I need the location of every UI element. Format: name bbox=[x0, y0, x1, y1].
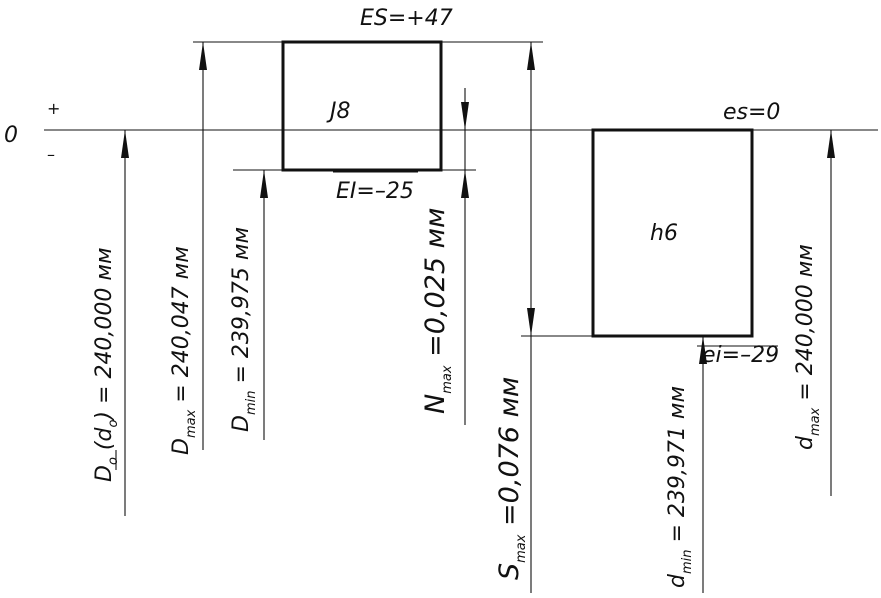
minus-sign: – bbox=[47, 145, 55, 164]
d0-arrow bbox=[121, 130, 129, 158]
svg-text:Dmax = 240,047 мм: Dmax = 240,047 мм bbox=[169, 246, 199, 455]
zero-line-label: 0 bbox=[4, 123, 18, 148]
hole-zone-label: J8 bbox=[326, 99, 351, 124]
plus-sign: + bbox=[47, 99, 60, 118]
nmax-dimension-label: Nmax =0,025 мм bbox=[420, 208, 455, 414]
svg-text:Smax =0,076 мм: Smax =0,076 мм bbox=[494, 377, 529, 580]
dmax-shaft-dimension-label: dmax = 240,000 мм bbox=[793, 244, 823, 450]
hole-tolerance-zone bbox=[281, 40, 443, 172]
dmin-hole-dimension-label: Dmin = 239,975 мм bbox=[229, 227, 259, 432]
shaft-zone-label: h6 bbox=[650, 221, 678, 246]
nmax-arrow-down bbox=[461, 102, 469, 130]
smax-arrow-bottom bbox=[527, 308, 535, 336]
shaft-tolerance-zone bbox=[591, 128, 754, 338]
hole-lower-deviation: EI=–25 bbox=[336, 179, 414, 204]
d0-dimension-label: Do (do) = 240,000 мм bbox=[92, 247, 121, 482]
smax-arrow-top bbox=[527, 42, 535, 70]
dmax-hole-dimension-label: Dmax = 240,047 мм bbox=[169, 246, 199, 455]
shaft-upper-deviation: es=0 bbox=[723, 100, 780, 125]
dmin-shaft-arrow bbox=[699, 336, 707, 364]
svg-text:Dmin = 239,975 мм: Dmin = 239,975 мм bbox=[229, 227, 259, 432]
smax-dimension-label: Smax =0,076 мм bbox=[494, 377, 529, 580]
dmin-shaft-dimension-label: dmin = 239,971 мм bbox=[665, 386, 695, 588]
dmin-hole-arrow bbox=[260, 170, 268, 198]
dmax-hole-arrow bbox=[199, 42, 207, 70]
shaft-lower-deviation: ei=–29 bbox=[702, 343, 779, 368]
svg-text:dmax = 240,000 мм: dmax = 240,000 мм bbox=[793, 244, 823, 450]
dmax-shaft-arrow bbox=[827, 130, 835, 158]
svg-text:dmin = 239,971 мм: dmin = 239,971 мм bbox=[665, 386, 695, 588]
svg-text:Nmax =0,025 мм: Nmax =0,025 мм bbox=[420, 208, 455, 414]
hole-upper-deviation: ES=+47 bbox=[360, 6, 453, 31]
svg-text:Do (do) = 240,000 мм: Do (do) = 240,000 мм bbox=[92, 247, 121, 482]
nmax-arrow-up bbox=[461, 170, 469, 198]
